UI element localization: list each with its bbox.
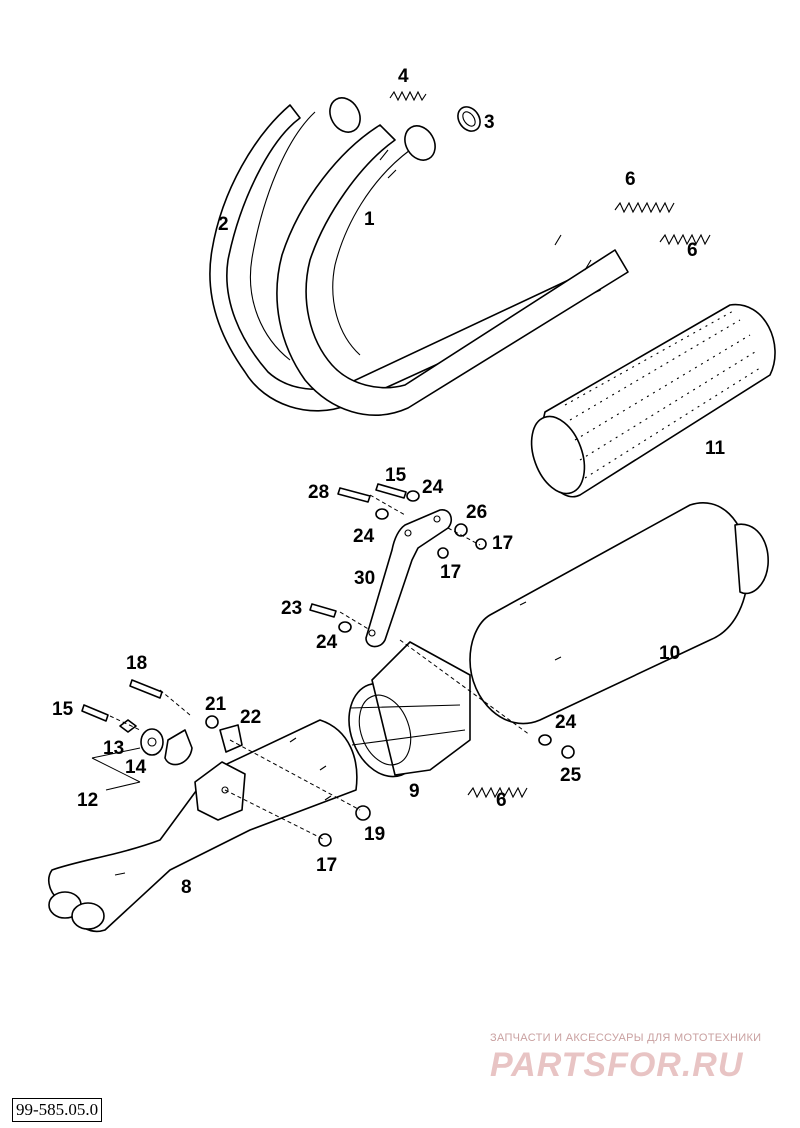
bracket-30 <box>365 509 452 648</box>
label-13: 13 <box>103 738 124 759</box>
bolt-15-lower <box>81 704 109 722</box>
label-15a: 15 <box>385 465 407 486</box>
label-24c: 24 <box>316 632 338 653</box>
label-22: 22 <box>240 707 261 728</box>
label-1: 1 <box>364 209 375 230</box>
label-24a: 24 <box>422 477 444 498</box>
label-6c: 6 <box>496 790 507 811</box>
leader-lines <box>91 494 531 841</box>
label-25: 25 <box>560 765 582 786</box>
rubber-mount-14 <box>140 728 164 756</box>
bolt-18 <box>129 679 163 699</box>
watermark-caption: ЗАПЧАСТИ И АКСЕССУАРЫ ДЛЯ МОТОТЕХНИКИ <box>490 1032 762 1044</box>
spring-6-lower <box>467 786 528 799</box>
label-6b: 6 <box>687 240 698 261</box>
label-19: 19 <box>364 824 385 845</box>
label-9: 9 <box>409 781 420 802</box>
collector-pipe-8 <box>48 719 358 932</box>
label-14: 14 <box>125 757 147 778</box>
label-17c: 17 <box>316 855 337 876</box>
label-8: 8 <box>181 877 192 898</box>
label-11: 11 <box>705 438 726 459</box>
label-24d: 24 <box>555 712 577 733</box>
bolt-23 <box>309 603 337 618</box>
label-6a: 6 <box>625 169 636 190</box>
nut-25 <box>561 745 575 759</box>
washers-24 <box>338 490 552 746</box>
label-24b: 24 <box>353 526 375 547</box>
nuts-17 <box>318 538 487 847</box>
label-28: 28 <box>308 482 329 503</box>
drawing-code: 99-585.05.0 <box>12 1098 103 1122</box>
washer-26 <box>454 523 468 537</box>
label-18: 18 <box>126 653 147 674</box>
label-26: 26 <box>466 502 487 523</box>
label-12: 12 <box>77 790 98 811</box>
silencer-body-10 <box>469 502 769 725</box>
watermark-brand: PARTSFOR.RU <box>490 1046 744 1084</box>
label-3: 3 <box>484 112 495 133</box>
bolt-28 <box>337 487 371 503</box>
label-17b: 17 <box>440 562 461 583</box>
sleeve-13 <box>119 719 137 733</box>
header-pipe-1 <box>276 124 629 416</box>
label-2: 2 <box>218 214 229 235</box>
washer-21 <box>205 715 219 729</box>
bolt-15-upper <box>375 483 407 499</box>
label-17a: 17 <box>492 533 513 554</box>
part-labels: 1 2 3 4 6 6 6 8 9 10 11 12 13 14 15 15 1… <box>52 66 726 898</box>
silencer-insert-11 <box>530 304 776 498</box>
label-10: 10 <box>659 643 680 664</box>
spring-4 <box>389 90 427 102</box>
spring-6-middle <box>659 233 711 246</box>
nut-19 <box>355 805 371 821</box>
label-23: 23 <box>281 598 302 619</box>
spring-6-upper <box>614 201 675 214</box>
spacer-22 <box>219 724 243 753</box>
clamp-9 <box>348 641 471 778</box>
label-30: 30 <box>354 568 375 589</box>
clip-12 <box>164 729 193 766</box>
label-4: 4 <box>398 66 409 87</box>
label-21: 21 <box>205 694 227 715</box>
label-15b: 15 <box>52 699 74 720</box>
gasket-3 <box>457 106 481 132</box>
bracket-plate-8 <box>194 761 246 821</box>
